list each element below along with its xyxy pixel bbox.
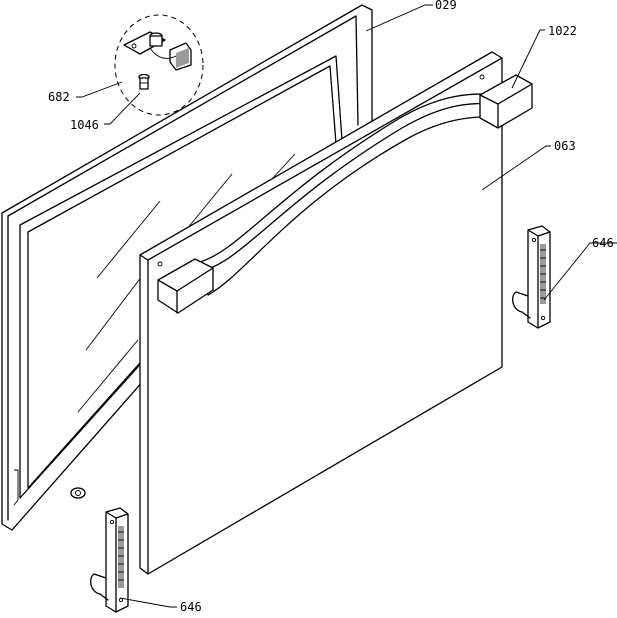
- label-646-bottom: 646: [180, 600, 202, 614]
- label-1022: 1022: [548, 24, 577, 38]
- door-handle: [157, 74, 533, 314]
- leader-lines: [76, 4, 617, 608]
- label-029: 029: [435, 0, 457, 12]
- hinge-bottom: [89, 507, 129, 613]
- label-1046: 1046: [70, 118, 99, 132]
- label-646-right: 646: [592, 236, 614, 250]
- label-682: 682: [48, 90, 70, 104]
- hinge-right: [511, 225, 551, 329]
- outer-door-panel: [139, 51, 503, 575]
- label-063: 063: [554, 139, 576, 153]
- hinge-pin-detail: [114, 14, 204, 116]
